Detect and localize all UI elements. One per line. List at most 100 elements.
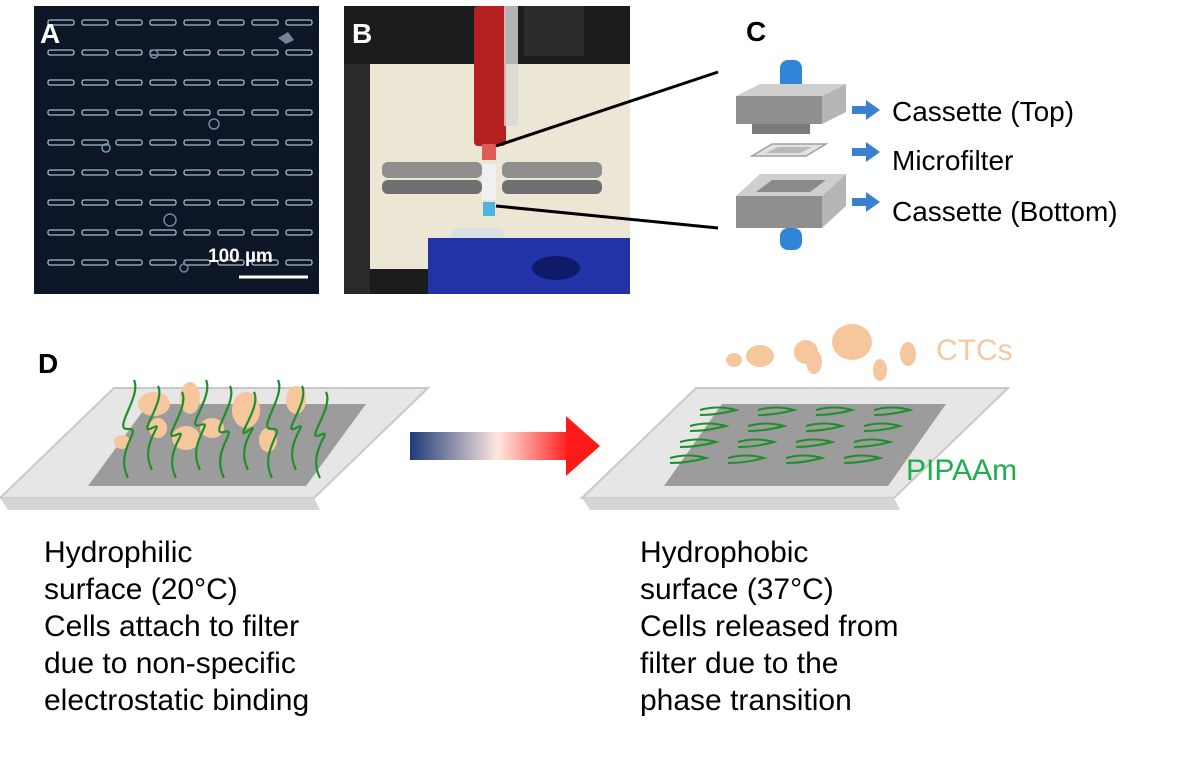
left-caption: Hydrophilic surface (20°C) Cells attach … <box>44 534 309 719</box>
filter-slit <box>115 229 143 236</box>
filter-slit <box>81 109 109 116</box>
ctc-cell <box>900 342 916 366</box>
filter-slit <box>251 139 279 146</box>
filter-slit <box>115 49 143 56</box>
filter-slit <box>251 169 279 176</box>
filter-slit <box>115 169 143 176</box>
tube-rack <box>428 238 630 294</box>
polymer-chain <box>218 385 233 479</box>
panel-letter-b: B <box>352 18 373 49</box>
filter-slit <box>183 49 211 56</box>
filter-slit <box>251 109 279 116</box>
filter-slit <box>217 169 245 176</box>
filter-slit <box>149 19 177 26</box>
filter-slit <box>285 49 313 56</box>
filter-slit <box>47 109 75 116</box>
slit-array <box>47 19 313 279</box>
filter-slit <box>217 49 245 56</box>
cell-debris <box>101 143 111 153</box>
filter-slit <box>47 79 75 86</box>
filter-slit <box>217 19 245 26</box>
arrow-icon <box>852 142 880 162</box>
filter-slit <box>285 199 313 206</box>
filter-slit <box>217 259 245 266</box>
filter-slit <box>47 169 75 176</box>
arrow-icon <box>852 100 880 120</box>
polymer-chain <box>146 385 161 471</box>
filter-slit <box>115 259 143 266</box>
panel-letter-d: D <box>38 348 59 379</box>
ctc-cell <box>746 345 774 367</box>
caption-line: surface (37°C) <box>640 573 834 606</box>
filter-slit <box>251 229 279 236</box>
filter-slit <box>149 259 177 266</box>
filter-slit <box>115 109 143 116</box>
cell-debris <box>149 49 159 59</box>
filter-slit <box>183 259 211 266</box>
panel-letter-a: A <box>40 18 61 49</box>
filter-slit <box>285 19 313 26</box>
polymer-coil <box>815 406 856 416</box>
filter-slit <box>285 139 313 146</box>
polymer-chain <box>290 385 305 471</box>
filter-slit <box>183 139 211 146</box>
ctc-cell <box>232 392 260 428</box>
caption-line: phase transition <box>640 684 852 717</box>
polymer-coil <box>727 454 768 464</box>
filter-slit <box>285 229 313 236</box>
panel-letter-c: C <box>746 16 767 47</box>
device-photo <box>344 6 630 294</box>
filter-slit <box>47 229 75 236</box>
filter-slit <box>183 169 211 176</box>
left-clamp <box>382 162 482 178</box>
micrograph-panel <box>34 6 319 294</box>
filter-slit <box>183 19 211 26</box>
cell-debris <box>179 263 189 273</box>
polymer-coil <box>689 422 730 432</box>
caption-line: surface (20°C) <box>44 573 238 606</box>
caption-line: Hydrophobic <box>640 536 809 569</box>
ctc-cell <box>832 324 872 360</box>
filter-slit <box>251 79 279 86</box>
filter-slit <box>217 139 245 146</box>
polymer-chain <box>266 379 281 479</box>
right-clamp <box>502 162 602 178</box>
filter-slit <box>251 199 279 206</box>
caption-line: electrostatic binding <box>44 684 310 717</box>
caption-line: Hydrophilic <box>44 536 193 569</box>
caption-line: Cells attach to filter <box>44 610 300 643</box>
polymer-chain <box>194 379 209 471</box>
caption-line: due to non-specific <box>44 647 296 680</box>
outlet-tip <box>483 202 495 216</box>
filter-slit <box>183 79 211 86</box>
callout-line-top <box>495 70 719 148</box>
filter-slit <box>81 49 109 56</box>
filter-slit <box>251 19 279 26</box>
polymer-coil <box>863 422 904 432</box>
filter-slit <box>47 19 75 26</box>
polymer-coil <box>843 454 884 464</box>
caption-line: filter due to the <box>640 647 839 680</box>
cell-cluster <box>114 382 306 452</box>
cassette-top <box>736 60 846 134</box>
filter-slit <box>183 229 211 236</box>
polymer-coil <box>805 422 846 432</box>
polymer-coil <box>669 454 710 464</box>
cassette-bottom-label: Cassette (Bottom) <box>892 196 1118 227</box>
filter-slit <box>285 259 313 266</box>
polymer-coil <box>795 438 836 448</box>
filter-slit <box>183 199 211 206</box>
ctcs-label: CTCs <box>936 334 1013 367</box>
polymer-chain <box>122 379 137 479</box>
filter-slit <box>149 229 177 236</box>
filter-slit <box>115 199 143 206</box>
filter-slit <box>47 139 75 146</box>
filter-slit <box>217 229 245 236</box>
filter-slit <box>149 169 177 176</box>
filter-slit <box>115 79 143 86</box>
filter-slit <box>251 49 279 56</box>
filter-slit <box>285 109 313 116</box>
callout-line-bottom <box>495 204 719 230</box>
temperature-transition-arrow <box>410 416 600 476</box>
